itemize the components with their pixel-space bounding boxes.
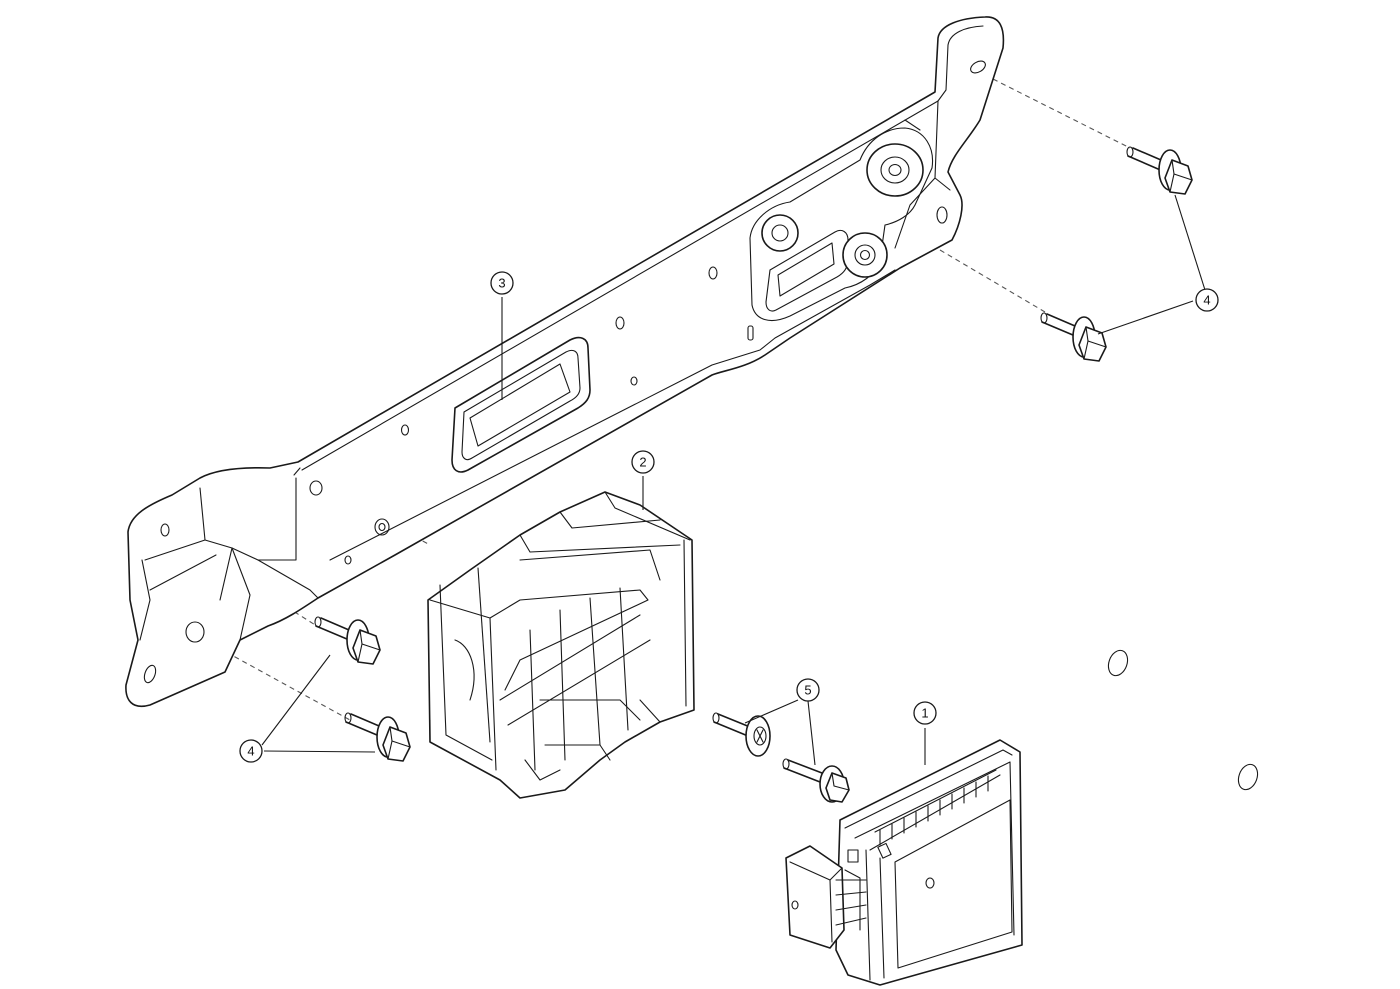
callout-4-left: 4	[239, 739, 263, 763]
callout-2: 2	[631, 450, 655, 474]
bolt-top-right-lower	[1040, 312, 1107, 362]
callout-3-text: 3	[498, 276, 505, 291]
screw-upper	[712, 712, 771, 757]
callout-1: 1	[913, 701, 937, 725]
control-module	[785, 739, 1023, 986]
bolt-left-upper	[314, 616, 381, 665]
screw-lower	[782, 758, 850, 803]
small-ring-parts	[1107, 649, 1259, 791]
leader-lines	[261, 194, 1206, 766]
callout-5-text: 5	[804, 683, 811, 698]
bolt-left-lower	[344, 712, 411, 762]
callout-4-right: 4	[1195, 288, 1219, 312]
callout-4-right-text: 4	[1203, 293, 1210, 308]
bolt-top-right-upper	[1126, 146, 1193, 195]
callout-3: 3	[490, 271, 514, 295]
callout-4-left-text: 4	[247, 744, 254, 759]
mounting-bracket	[125, 16, 1005, 707]
callout-5: 5	[796, 678, 820, 702]
callout-2-text: 2	[639, 455, 646, 470]
callout-1-text: 1	[921, 706, 928, 721]
connector-bracket	[427, 491, 695, 799]
